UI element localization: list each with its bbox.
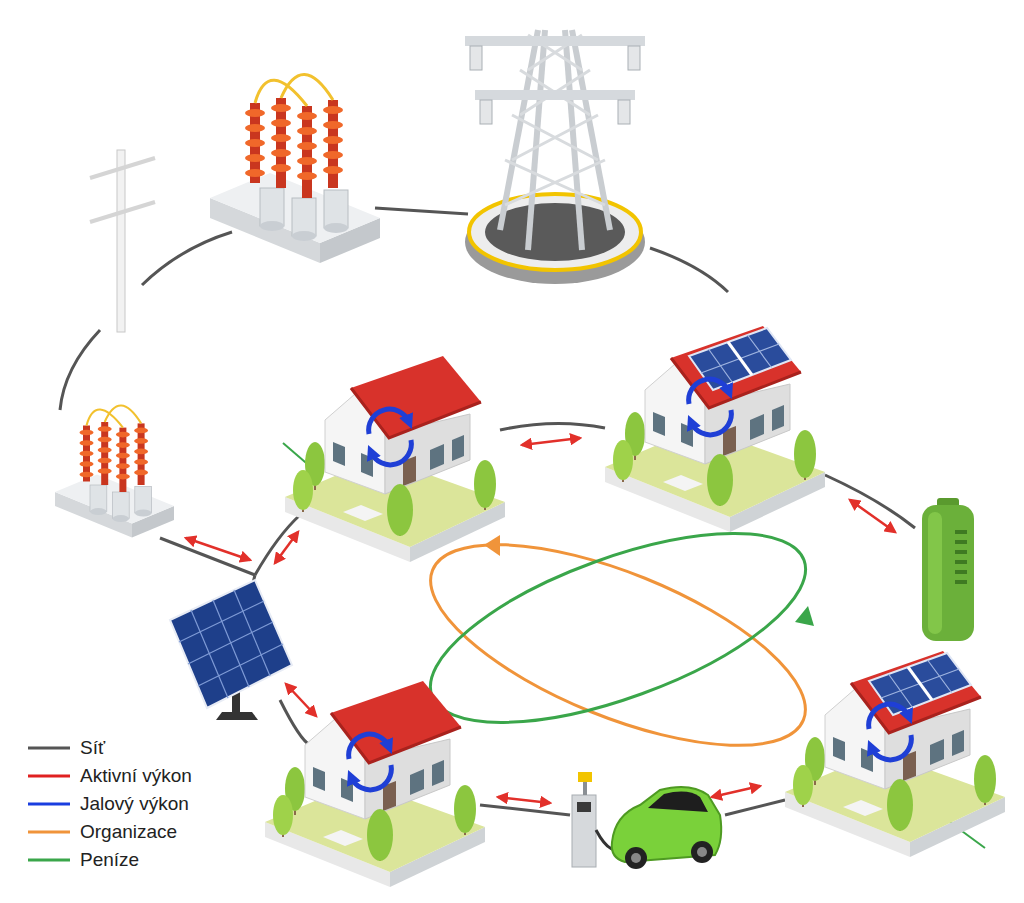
solar-panel (216, 712, 258, 720)
transmission-tower (475, 90, 635, 100)
grid-line (60, 208, 915, 815)
battery (955, 540, 967, 544)
legend-label: Jalový výkon (80, 793, 189, 815)
transformer (55, 406, 174, 538)
electric-car (631, 853, 641, 863)
transmission-tower (470, 46, 482, 70)
grid-line (500, 423, 605, 430)
utility-pole (117, 150, 125, 332)
battery (928, 512, 942, 634)
house (265, 681, 485, 887)
transmission-tower (470, 46, 640, 124)
battery (955, 550, 967, 554)
legend-sample (28, 803, 70, 806)
transmission-tower (505, 160, 605, 205)
grid-line (280, 700, 310, 745)
flow-ellipse (795, 606, 814, 626)
battery (955, 530, 967, 584)
battery (922, 505, 974, 641)
grid-line (255, 515, 300, 575)
transmission-tower (480, 100, 492, 124)
house (265, 681, 485, 887)
electric-car (691, 841, 713, 863)
power-arrow (286, 684, 316, 716)
ev-charger (572, 795, 596, 867)
solar-house (785, 651, 1005, 857)
ev-charger (578, 772, 592, 782)
transmission-tower (618, 100, 630, 124)
legend-sample (28, 747, 70, 750)
transmission-tower (465, 30, 645, 284)
legend-sample (28, 831, 70, 834)
transmission-tower (505, 35, 605, 205)
legend-label: Organizace (80, 821, 177, 843)
grid-line (825, 475, 915, 528)
electric-car (648, 792, 708, 812)
transmission-tower (500, 30, 610, 250)
ev-charger (577, 802, 591, 812)
power-arrow (275, 532, 298, 563)
legend-label: Aktivní výkon (80, 765, 192, 787)
power-arrow (522, 438, 580, 445)
solar-panel (234, 590, 270, 676)
electric-car (625, 847, 647, 869)
power-arrow (186, 538, 250, 560)
flow-ellipse (484, 535, 500, 556)
battery (955, 570, 967, 574)
transmission-tower (628, 46, 640, 70)
solar-house (785, 651, 1005, 857)
solar-panel (170, 580, 292, 708)
power-arrow (850, 500, 895, 532)
grid-line (480, 805, 570, 815)
house (285, 356, 505, 562)
battery (955, 530, 967, 534)
transmission-tower (512, 115, 598, 160)
house (285, 356, 505, 562)
legend-sample (28, 859, 70, 862)
legend-label: Peníze (80, 849, 139, 871)
grid-line (375, 208, 468, 214)
transmission-tower (465, 36, 645, 46)
utility-pole (90, 202, 155, 222)
house (349, 734, 392, 790)
flow-ellipse (408, 495, 828, 762)
grid-line (650, 248, 728, 292)
solar-house (869, 704, 912, 760)
legend-sample (28, 748, 70, 860)
power-arrow (186, 438, 895, 803)
substation-transformer (210, 74, 380, 263)
solar-house (605, 326, 825, 532)
grid-line (142, 232, 232, 285)
power-arrow (498, 797, 550, 803)
legend-sample (28, 775, 70, 778)
legend-label: Síť (80, 737, 105, 759)
flow-ellipse (406, 495, 831, 787)
solar-house (605, 326, 825, 532)
flow-ellipse (406, 503, 831, 786)
grid-line (160, 538, 255, 575)
grid-line (60, 330, 100, 410)
electric-car (697, 847, 707, 857)
utility-pole (90, 158, 155, 178)
battery (955, 580, 967, 584)
electric-car (612, 787, 721, 869)
transmission-tower (469, 194, 641, 270)
battery (922, 498, 974, 641)
battery (955, 560, 967, 564)
power-arrow (712, 786, 760, 797)
house (369, 409, 412, 465)
solar-panel (170, 580, 292, 720)
solar-house (689, 379, 732, 435)
solar-panel (179, 590, 283, 698)
grid-line (725, 800, 785, 815)
ev-charger (583, 780, 587, 795)
utility-pole (90, 150, 155, 332)
